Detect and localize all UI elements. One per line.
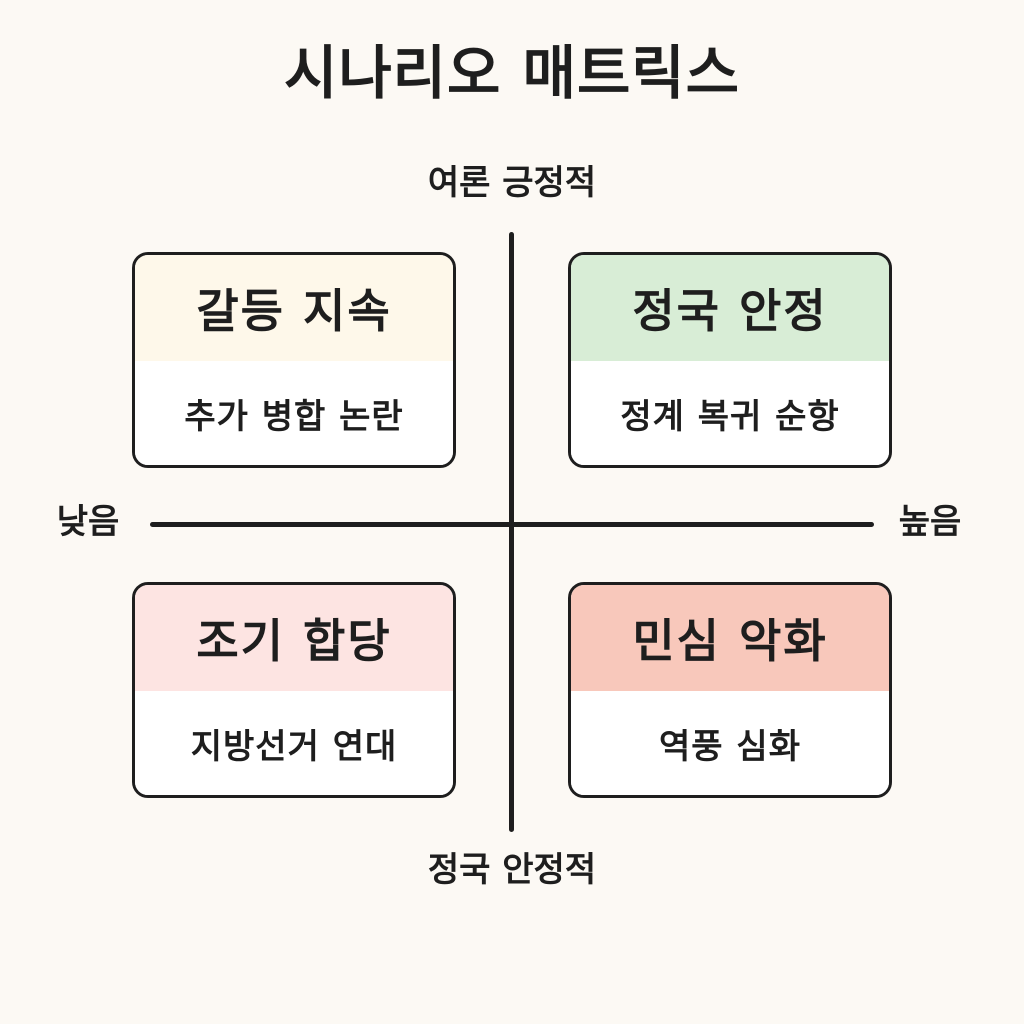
quadrant-bottom-left: 조기 합당 지방선거 연대 [132,582,456,798]
quadrant-bottom-left-subtitle: 지방선거 연대 [135,691,453,795]
axis-label-right: 높음 [898,502,962,542]
quadrant-top-right-subtitle: 정계 복귀 순항 [571,361,889,465]
quadrant-bottom-left-title: 조기 합당 [135,585,453,691]
vertical-axis-line [509,232,514,832]
quadrant-top-right: 정국 안정 정계 복귀 순항 [568,252,892,468]
quadrant-top-left-title: 갈등 지속 [135,255,453,361]
axis-label-bottom: 정국 안정적 [427,850,597,890]
quadrant-top-left-subtitle: 추가 병합 논란 [135,361,453,465]
axis-label-top: 여론 긍정적 [427,163,597,203]
quadrant-top-left: 갈등 지속 추가 병합 논란 [132,252,456,468]
quadrant-bottom-right-subtitle: 역풍 심화 [571,691,889,795]
quadrant-top-right-title: 정국 안정 [571,255,889,361]
horizontal-axis-line [150,522,874,527]
axis-label-left: 낮음 [56,502,120,542]
page-title: 시나리오 매트릭스 [283,39,741,107]
quadrant-bottom-right: 민심 악화 역풍 심화 [568,582,892,798]
quadrant-bottom-right-title: 민심 악화 [571,585,889,691]
